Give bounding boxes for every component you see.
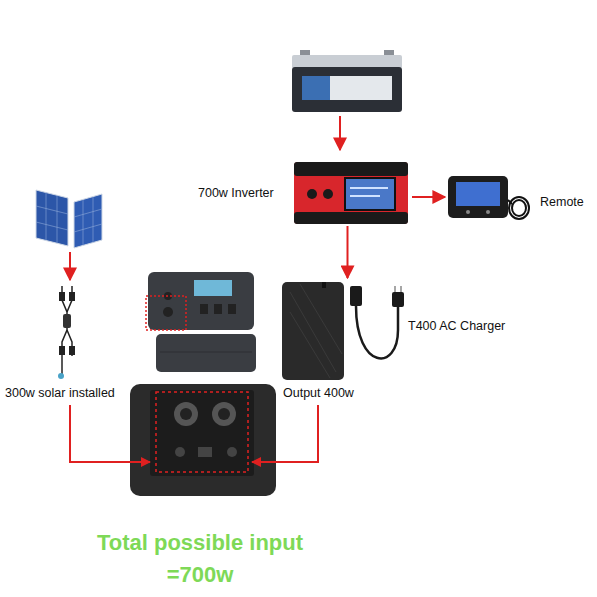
arrow	[69, 252, 71, 280]
node-box: 700w Inverter	[290, 158, 412, 226]
branch-cable-picture	[58, 286, 75, 379]
red-wire	[252, 405, 318, 462]
input-panel-picture	[130, 384, 276, 496]
solar-panel-picture	[36, 190, 102, 248]
charger-picture	[282, 282, 404, 380]
node-label: Remote	[540, 195, 584, 210]
arrow-connector	[347, 226, 349, 278]
node-label: 700w Inverter	[198, 186, 274, 201]
red-wire	[70, 405, 150, 462]
summary-note: Total possible input =700w	[72, 527, 328, 591]
arrow	[339, 116, 341, 150]
battery-picture	[292, 50, 402, 112]
node-label: Output 400w	[283, 386, 354, 401]
node-box: Remote	[445, 172, 533, 222]
power-station-picture	[146, 272, 256, 372]
node-label: 300w solar installed	[5, 386, 115, 401]
node-box: T400 AC ChargerOutput 400w	[280, 278, 405, 382]
arrow-connector	[412, 196, 445, 198]
node-box: 300w solar installed	[42, 282, 92, 384]
node-label: T400 AC Charger	[408, 319, 505, 334]
inverter-picture	[294, 162, 408, 224]
remote-picture	[448, 176, 529, 219]
